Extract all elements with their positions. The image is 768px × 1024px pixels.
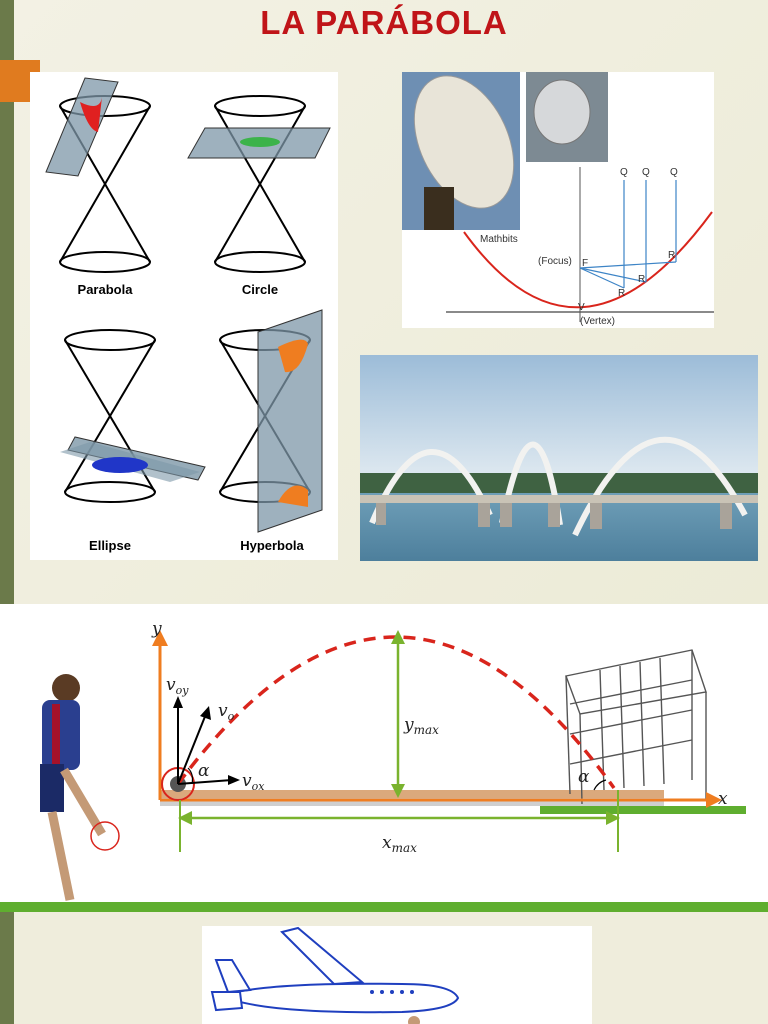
airplane-panel	[202, 926, 592, 1024]
bridge-illustration	[360, 355, 758, 561]
label-r2: R	[638, 274, 645, 285]
svg-text:voy: voy	[166, 675, 189, 697]
label-voy-sub: oy	[176, 684, 190, 697]
svg-text:vo: vo	[218, 701, 235, 723]
left-accent-bar	[0, 0, 14, 604]
satellite-dish-panel: Mathbits Q Q Q (Focus) F R R R V (Vertex…	[402, 72, 714, 328]
goal-net	[565, 649, 707, 805]
photo-credit: Mathbits	[480, 234, 518, 245]
label-r3: R	[618, 288, 625, 299]
page-title: LA PARÁBOLA	[260, 4, 508, 41]
label-v: V	[578, 302, 585, 313]
label-q1: Q	[620, 167, 628, 178]
label-hyperbola: Hyperbola	[240, 538, 304, 553]
label-voy: v	[166, 675, 176, 695]
label-xmax-sub: max	[392, 841, 418, 855]
label-ellipse: Ellipse	[89, 538, 131, 553]
dish-diagram: Mathbits Q Q Q (Focus) F R R R V (Vertex…	[402, 72, 714, 327]
label-focus: (Focus)	[538, 256, 572, 267]
label-circle: Circle	[242, 282, 278, 297]
svg-text:ymax: ymax	[403, 715, 439, 737]
label-vox-sub: ox	[252, 780, 266, 793]
label-vertex: (Vertex)	[580, 316, 615, 327]
label-vo-sub: o	[228, 710, 235, 723]
label-ymax-sub: max	[414, 723, 440, 737]
label-vox: v	[242, 771, 252, 791]
label-x-axis: x	[718, 789, 728, 809]
label-q2: Q	[642, 167, 650, 178]
bridge-photo	[360, 355, 758, 561]
label-r1: R	[668, 250, 675, 261]
label-ymax: y	[403, 715, 414, 735]
label-vo: v	[218, 701, 228, 721]
projectile-diagram: y x voy vo vox α α ymax xmax	[0, 619, 768, 912]
svg-text:vox: vox	[242, 771, 265, 793]
label-parabola: Parabola	[78, 282, 134, 297]
label-alpha-launch: α	[198, 761, 210, 781]
svg-text:xmax: xmax	[382, 833, 417, 855]
label-xmax: x	[382, 833, 392, 853]
label-q3: Q	[670, 167, 678, 178]
conic-sections-panel: Parabola Circle Ellipse Hyperbola	[30, 72, 338, 560]
label-f: F	[582, 258, 588, 269]
projectile-panel: y x voy vo vox α α ymax xmax	[0, 604, 768, 912]
label-alpha-impact: α	[578, 767, 590, 787]
conic-sections-diagram: Parabola Circle Ellipse Hyperbola	[45, 77, 331, 553]
airplane-illustration	[210, 926, 460, 1024]
label-y-axis: y	[151, 619, 162, 639]
soccer-player	[40, 674, 120, 901]
left-accent-bar-bottom	[0, 912, 14, 1024]
